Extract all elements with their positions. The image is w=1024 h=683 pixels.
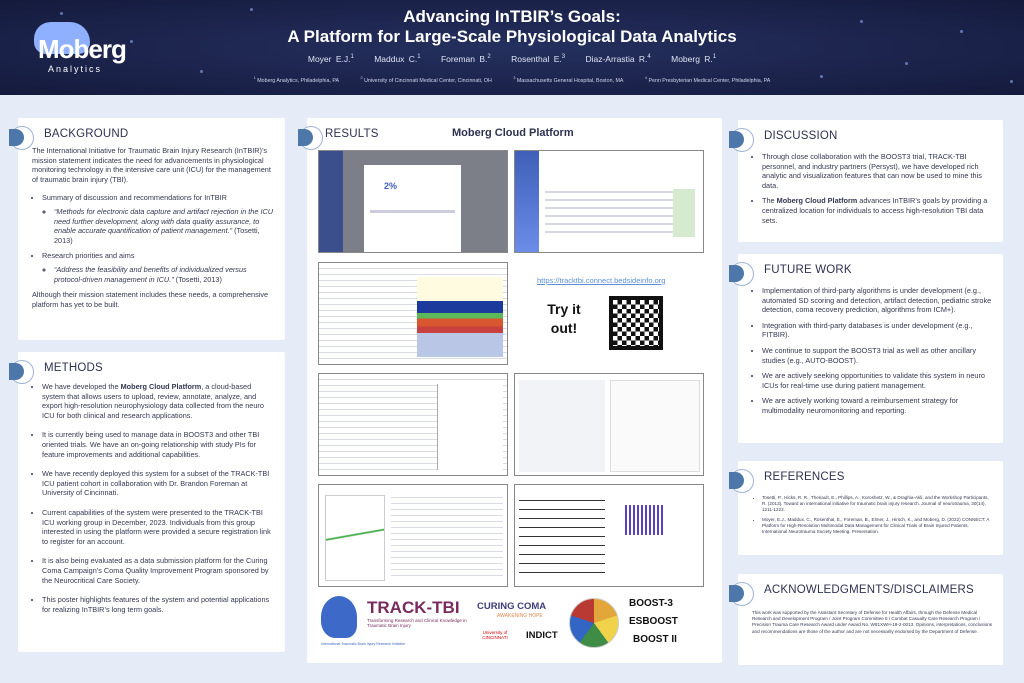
- list-item: We are actively working toward a reimbur…: [762, 396, 993, 415]
- section-badge-icon: [9, 360, 34, 384]
- results-subtitle: Moberg Cloud Platform: [452, 127, 574, 139]
- boost-ii-logo: BOOST II: [633, 634, 677, 645]
- section-badge-icon: [298, 126, 323, 150]
- author: Moberg R.1: [671, 54, 717, 64]
- background-intro: The International Initiative for Traumat…: [32, 146, 271, 184]
- discussion-section: DISCUSSION Through close collaboration w…: [729, 120, 1003, 242]
- esboost-logo: ESBOOST: [629, 616, 678, 627]
- author: Diaz-Arrastia R.4: [585, 54, 651, 64]
- consortium-logo: [569, 598, 619, 648]
- reference-item: Moyer, E.J., Maddux, C., Rosenthal, E., …: [762, 517, 993, 536]
- list-item: We have developed the Moberg Cloud Platf…: [42, 382, 275, 420]
- background-closing: Although their mission statement include…: [32, 290, 269, 309]
- section-heading: FUTURE WORK: [764, 264, 852, 276]
- quote: “Address the feasibility and benefits of…: [54, 265, 275, 284]
- section-heading: REFERENCES: [764, 471, 845, 483]
- quote: “Methods for electronic data capture and…: [54, 207, 275, 245]
- spectral-analysis-screenshot: [514, 484, 704, 587]
- track-tbi-brain-logo: [321, 596, 357, 638]
- section-badge-icon: [729, 582, 754, 606]
- track-tbi-logo: TRACK-TBI: [367, 598, 460, 617]
- affiliation: 4 Penn Presbyterian Medical Center, Phil…: [644, 76, 771, 84]
- intbir-label: International Traumatic Brain Injury Res…: [321, 642, 406, 646]
- section-heading: METHODS: [44, 362, 103, 374]
- background-section: BACKGROUND The International Initiative …: [9, 118, 285, 340]
- affiliation: 2 University of Cincinnati Medical Cente…: [360, 76, 492, 84]
- affiliation: 3 Massachusetts General Hospital, Boston…: [513, 76, 624, 84]
- author-list: Moyer E.J.1 Maddux C.1 Foreman B.2 Rosen…: [0, 54, 1024, 64]
- section-badge-icon: [9, 126, 34, 150]
- curing-coma-logo: CURING COMA: [477, 601, 547, 612]
- section-heading: DISCUSSION: [764, 130, 838, 142]
- university-of-cincinnati-logo: University of CINCINNATI: [482, 630, 508, 640]
- logo-name: Moberg: [38, 34, 127, 64]
- poster-title-line2: A Platform for Large-Scale Physiological…: [287, 27, 737, 46]
- list-item: Implementation of third-party algorithms…: [762, 286, 993, 315]
- author: Rosenthal E.3: [511, 54, 566, 64]
- author: Moyer E.J.1: [307, 54, 354, 64]
- list-item: We continue to support the BOOST3 trial …: [762, 346, 993, 365]
- platform-link[interactable]: https://tracktbi.connect.bedsideinfo.org: [537, 276, 666, 285]
- list-item: Integration with third-party databases i…: [762, 321, 993, 340]
- section-heading: ACKNOWLEDGMENTS/DISCLAIMERS: [764, 584, 974, 596]
- section-badge-icon: [729, 262, 754, 286]
- list-item: Summary of discussion and recommendation…: [42, 193, 275, 245]
- annotation-screenshot: [318, 373, 508, 476]
- report-screenshot: [514, 373, 704, 476]
- poster-title-line1: Advancing InTBIR’s Goals:: [403, 7, 621, 26]
- poster-header: Moberg Analytics Advancing InTBIR’s Goal…: [0, 0, 1024, 95]
- acknowledgments-section: ACKNOWLEDGMENTS/DISCLAIMERS This work wa…: [729, 574, 1003, 665]
- trend-chart-screenshot: [318, 484, 508, 587]
- section-heading: BACKGROUND: [44, 128, 129, 140]
- cloud-icon: [34, 22, 90, 54]
- list-item: It is currently being used to manage dat…: [42, 430, 275, 459]
- author: Foreman B.2: [440, 54, 491, 64]
- list-item: This poster highlights features of the s…: [42, 595, 275, 614]
- reference-item: Tosetti, P., Hicks, R. R., Theriault, E.…: [762, 495, 993, 514]
- boost3-logo: BOOST-3: [629, 598, 673, 609]
- affiliation: 1 Moberg Analytics, Philadelphia, PA: [253, 76, 340, 84]
- future-work-section: FUTURE WORK Implementation of third-part…: [729, 254, 1003, 443]
- track-tbi-tagline: Transforming Research and Clinical Knowl…: [367, 618, 467, 628]
- list-item: We are actively seeking opportunities to…: [762, 371, 993, 390]
- list-item: Through close collaboration with the BOO…: [762, 152, 993, 190]
- try-it-out-callout: Try it out!: [547, 301, 581, 336]
- list-item: The Moberg Cloud Platform advances InTBI…: [762, 196, 993, 225]
- results-section: RESULTS Moberg Cloud Platform 2% https:/…: [298, 118, 722, 663]
- eeg-review-screenshot: [318, 262, 508, 365]
- curing-coma-tagline: AWAKENING HOPE: [497, 613, 543, 619]
- section-heading: RESULTS: [325, 128, 379, 140]
- section-badge-icon: [729, 469, 754, 493]
- list-item: Research priorities and aims “Address th…: [42, 251, 275, 284]
- list-item: We have recently deployed this system fo…: [42, 469, 275, 498]
- upload-dialog-screenshot: 2%: [318, 150, 508, 253]
- affiliation-list: 1 Moberg Analytics, Philadelphia, PA 2 U…: [0, 76, 1024, 84]
- list-item: It is also being evaluated as a data sub…: [42, 556, 275, 585]
- moberg-analytics-logo: Moberg Analytics: [30, 22, 127, 74]
- methods-section: METHODS We have developed the Moberg Clo…: [9, 352, 285, 652]
- section-badge-icon: [729, 128, 754, 152]
- references-section: REFERENCES Tosetti, P., Hicks, R. R., Th…: [729, 461, 1003, 555]
- list-item: Current capabilities of the system were …: [42, 508, 275, 546]
- qr-code-icon[interactable]: [609, 296, 663, 350]
- author: Maddux C.1: [374, 54, 421, 64]
- data-table-screenshot: [514, 150, 704, 253]
- acknowledgments-text: This work was supported by the Assistant…: [752, 610, 993, 634]
- logo-sub: Analytics: [48, 64, 103, 74]
- indict-logo: INDICT: [526, 630, 558, 641]
